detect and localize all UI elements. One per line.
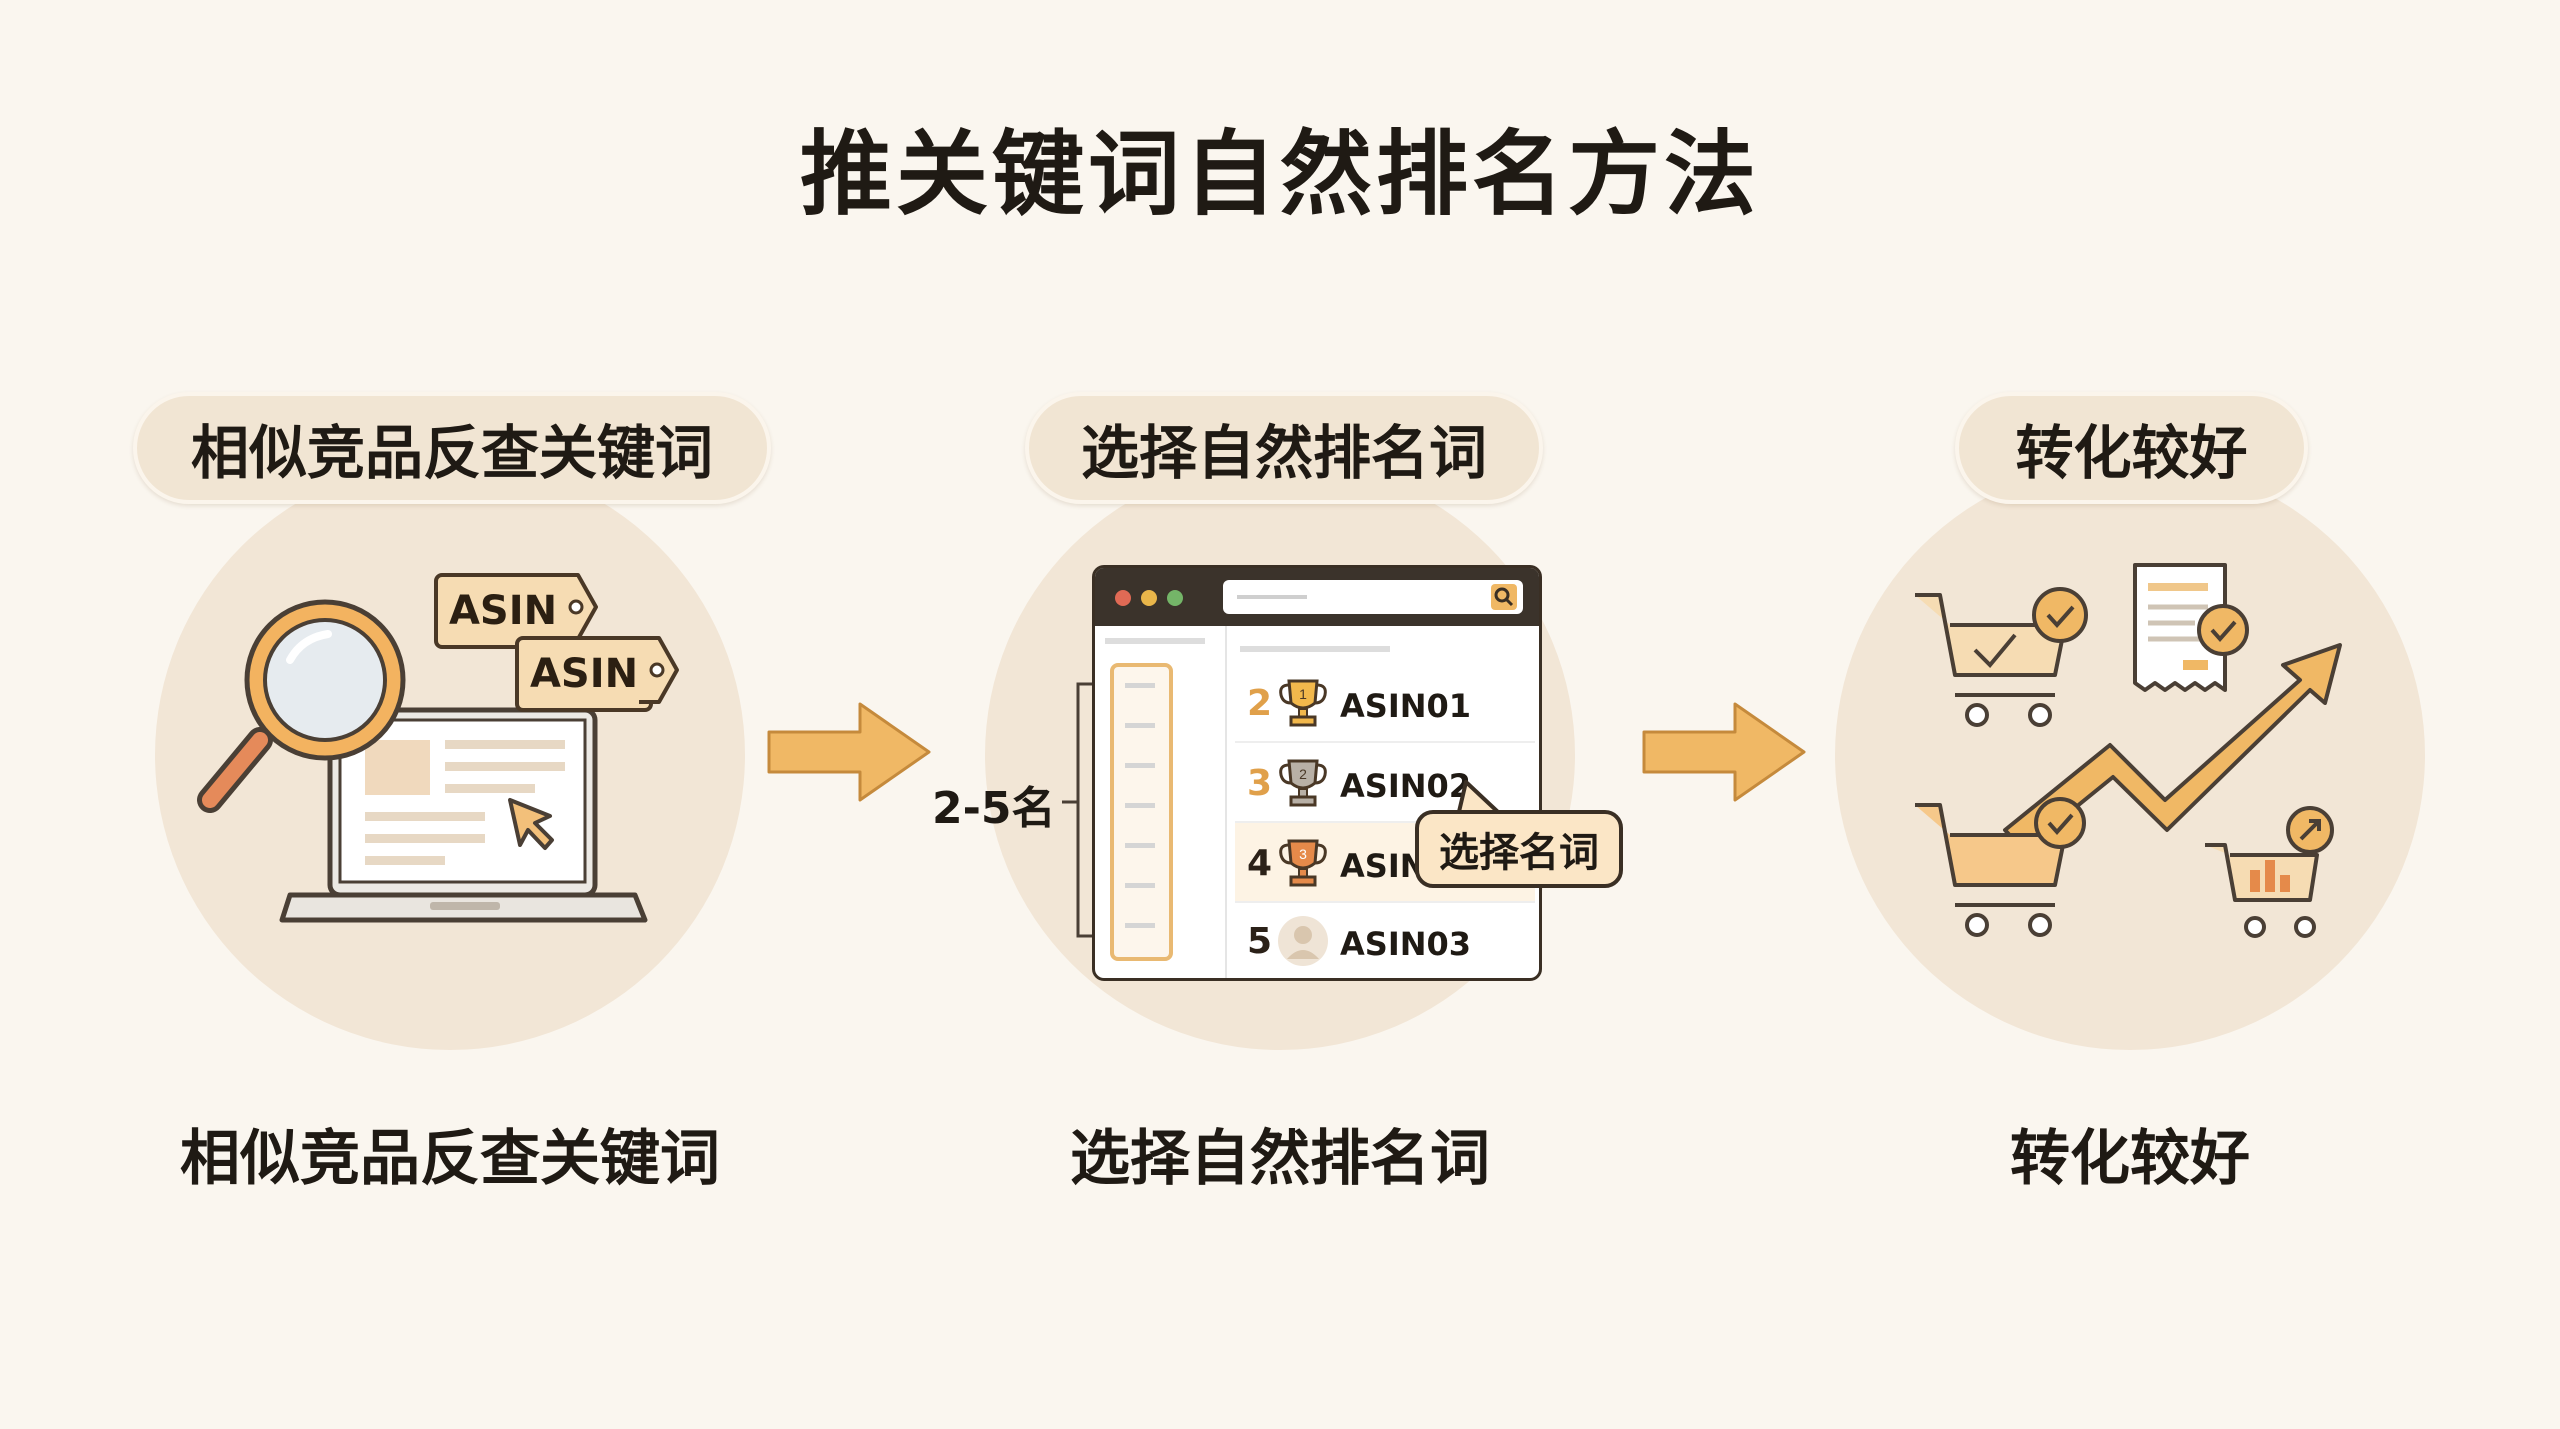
user-avatar-icon bbox=[1278, 916, 1328, 966]
tag-tip-icon bbox=[558, 573, 598, 641]
step2-caption: 选择自然排名词 bbox=[1070, 1124, 1490, 1194]
trophy-number: 1 bbox=[1299, 686, 1307, 702]
gold-trophy-icon: 1 bbox=[1279, 679, 1327, 727]
cart-check-icon bbox=[1915, 797, 2086, 937]
ranking-row[interactable]: 2 1 ASIN01 bbox=[1235, 663, 1535, 743]
arrow-right-icon bbox=[767, 702, 931, 802]
tag-tip-icon bbox=[639, 636, 679, 704]
step3-circle bbox=[1835, 460, 2425, 1050]
asin-tag-1-label: ASIN bbox=[448, 588, 558, 634]
browser-window: 2 1 ASIN01 3 2 ASIN02 4 bbox=[1092, 565, 1542, 981]
silver-trophy-icon: 2 bbox=[1279, 759, 1327, 807]
row-rank-number: 5 bbox=[1247, 921, 1273, 962]
row-rank-number: 4 bbox=[1247, 843, 1273, 884]
row-asin: ASIN02 bbox=[1340, 767, 1472, 805]
selected-callout: 选择名词 bbox=[1415, 810, 1623, 888]
cart-check-icon bbox=[1915, 587, 2088, 727]
asin-tag-1: ASIN bbox=[434, 573, 572, 649]
callout-pointer bbox=[1456, 780, 1500, 817]
step3-pill: 转化较好 bbox=[1955, 392, 2308, 504]
bronze-trophy-icon: 3 bbox=[1279, 839, 1327, 887]
rank-range-label: 2-5名 bbox=[932, 783, 1056, 834]
search-icon[interactable] bbox=[1491, 584, 1517, 610]
arrow-right-icon bbox=[1642, 702, 1806, 802]
asin-tag-2-label: ASIN bbox=[529, 651, 639, 697]
search-bar[interactable] bbox=[1223, 580, 1523, 614]
close-dot-icon bbox=[1115, 590, 1131, 606]
asin-tag-2: ASIN bbox=[515, 636, 653, 712]
browser-sidebar bbox=[1105, 638, 1215, 963]
trophy-number: 2 bbox=[1299, 766, 1307, 782]
search-bar-placeholder bbox=[1237, 595, 1307, 599]
page-title: 推关键词自然排名方法 bbox=[799, 121, 1760, 228]
ranking-row[interactable]: 5 ASIN03 bbox=[1235, 903, 1535, 978]
rank-bracket bbox=[1062, 682, 1096, 938]
row-rank-number: 3 bbox=[1247, 763, 1273, 804]
maximize-dot-icon bbox=[1167, 590, 1183, 606]
cart-chart-icon bbox=[2205, 806, 2334, 938]
minimize-dot-icon bbox=[1141, 590, 1157, 606]
row-asin: ASIN01 bbox=[1340, 687, 1472, 725]
magnifier-laptop-illustration bbox=[197, 599, 648, 923]
ranking-row[interactable]: 3 2 ASIN02 bbox=[1235, 743, 1535, 823]
step1-caption: 相似竞品反查关键词 bbox=[180, 1124, 720, 1194]
row-rank-number: 2 bbox=[1247, 683, 1273, 724]
step1-pill: 相似竞品反查关键词 bbox=[133, 392, 771, 504]
step2-pill: 选择自然排名词 bbox=[1025, 392, 1543, 504]
row-asin: ASIN bbox=[1340, 847, 1427, 885]
trophy-number: 3 bbox=[1299, 846, 1307, 862]
step3-caption: 转化较好 bbox=[2010, 1124, 2250, 1194]
sidebar-highlight bbox=[1110, 663, 1173, 961]
browser-toolbar bbox=[1095, 568, 1539, 626]
row-asin: ASIN03 bbox=[1340, 925, 1472, 963]
receipt-check-icon bbox=[2133, 563, 2249, 692]
conversion-growth-illustration bbox=[1915, 563, 2342, 938]
